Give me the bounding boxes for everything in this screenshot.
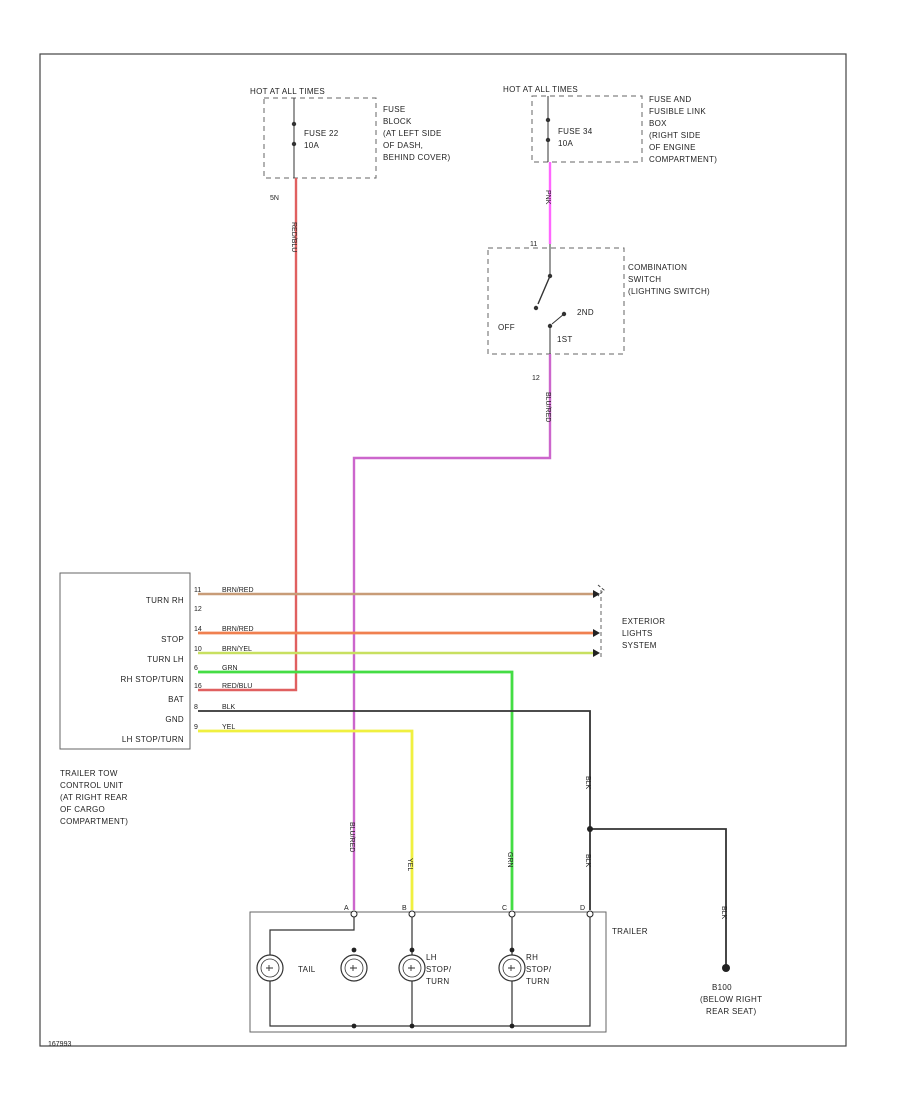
wire-label-trailer-rh: GRN [506,852,513,868]
switch-2nd-label: 2ND [577,308,594,317]
footer-code: 167993 [48,1041,71,1048]
fusible-link-box: HOT AT ALL TIMES FUSE 34 10A FUSE AND FU… [503,85,717,164]
combination-switch: 11 OFF 1ST 2ND COMBINATION SWITCH (LIGHT… [487,241,710,382]
control-unit-pin-num-3: 10 [194,646,202,653]
wire-lh-stop [198,729,414,910]
wire-label-stop: BRN/RED [222,626,254,633]
wire-label-switch-out: BLU/RED [544,392,551,422]
wire-group: RED/BLUPNKBLU/REDBLU/REDBRN/REDBRN/REDBR… [198,162,727,966]
control-unit-pin-num-0: 11 [194,587,201,594]
svg-text:COMPARTMENT): COMPARTMENT) [649,155,717,164]
svg-text:B100: B100 [712,983,732,992]
control-unit-pin-5: BAT [168,695,184,704]
trailer-connector: TRAILER A B C D TAIL LH RH STOP/STOP/TURN TURN [249,905,648,1033]
lamp-label-rh-1: STOP/ [526,965,552,974]
lamp-label-lh-0: LH [426,953,437,962]
svg-text:COMBINATION: COMBINATION [628,263,687,272]
wire-label-trailer-lh: YEL [406,858,413,871]
lamp-label-rh-2: TURN [526,977,549,986]
wire-label-lh-stop: YEL [222,724,235,731]
control-unit-pin-7: LH STOP/TURN [122,735,184,744]
diagram-frame [39,53,847,1047]
wire-label-turn-lh: BRN/YEL [222,646,252,653]
svg-text:REAR SEAT): REAR SEAT) [706,1007,756,1016]
wire-label-trailer-tail: BLU/RED [348,822,355,852]
svg-text:FUSIBLE LINK: FUSIBLE LINK [649,107,706,116]
control-unit-pin-num-7: 9 [194,724,198,731]
svg-text:LIGHTS: LIGHTS [622,629,653,638]
wire-fuse22-out [198,178,298,692]
fuse-block-header: HOT AT ALL TIMES [250,87,325,96]
wire-rh-stop [198,670,514,910]
wire-label-trailer-gnd1: BLK [584,776,591,790]
svg-text:BEHIND COVER): BEHIND COVER) [383,153,450,162]
svg-text:TRAILER TOW: TRAILER TOW [60,769,118,778]
svg-text:(BELOW RIGHT: (BELOW RIGHT [700,995,762,1004]
svg-text:(AT LEFT SIDE: (AT LEFT SIDE [383,129,442,138]
wire-gnd [198,710,591,910]
trailer-pin-2: C [502,905,507,912]
control-unit-pin-num-1: 12 [194,606,202,613]
fuse-22-rating: 10A [304,141,319,150]
wire-label-gnd: BLK [222,704,236,711]
lamp-label-lh-1: STOP/ [426,965,452,974]
control-unit-pin-3: TURN LH [147,655,184,664]
trailer-pin-3: D [580,905,585,912]
svg-text:BLOCK: BLOCK [383,117,412,126]
svg-text:OF ENGINE: OF ENGINE [649,143,696,152]
exterior-lights-system: EXTERIOR LIGHTS SYSTEM [597,584,665,660]
lamp-label-lh-2: TURN [426,977,449,986]
svg-text:SWITCH: SWITCH [628,275,661,284]
svg-text:CONTROL UNIT: CONTROL UNIT [60,781,123,790]
switch-1st-label: 1ST [557,335,573,344]
svg-text:FUSE AND: FUSE AND [649,95,691,104]
wire-label-turn-rh: BRN/RED [222,587,254,594]
wire-label-trailer-gnd2: BLK [584,854,591,868]
fuse-34-rating: 10A [558,139,573,148]
control-unit-pin-6: GND [165,715,184,724]
trailer-pin-0: A [344,905,349,912]
control-unit-pin-num-5: 16 [194,683,202,690]
control-unit-pin-num-2: 14 [194,626,202,633]
switch-off-label: OFF [498,323,515,332]
svg-text:12: 12 [532,375,540,382]
fusible-link-header: HOT AT ALL TIMES [503,85,578,94]
svg-text:SYSTEM: SYSTEM [622,641,657,650]
control-unit-pin-2: STOP [161,635,184,644]
wire-label-rh-stop: GRN [222,665,238,672]
control-unit-pin-num-6: 8 [194,704,198,711]
fuse-block: HOT AT ALL TIMES FUSE 22 10A FUSE BLOCK … [250,87,450,202]
svg-text:FUSE: FUSE [383,105,406,114]
wire-label-fuse-out: RED/BLU [290,222,297,252]
control-unit-pin-4: RH STOP/TURN [121,675,184,684]
wire-switch-out [352,354,552,910]
lamp-label-tail: TAIL [298,965,316,974]
svg-text:11: 11 [530,241,537,248]
svg-text:EXTERIOR: EXTERIOR [622,617,665,626]
lamp-label-rh-0: RH [526,953,538,962]
control-unit-pin-num-4: 6 [194,665,198,672]
svg-text:(RIGHT SIDE: (RIGHT SIDE [649,131,701,140]
svg-text:(AT RIGHT REAR: (AT RIGHT REAR [60,793,128,802]
fuse-34-label: FUSE 34 [558,127,593,136]
svg-text:OF DASH,: OF DASH, [383,141,423,150]
ground-point: B100 (BELOW RIGHT REAR SEAT) [700,964,762,1016]
svg-text:OF CARGO: OF CARGO [60,805,105,814]
wire-label-ground-drop: BLK [720,906,727,920]
wire-label-fuse34-out: PNK [544,190,551,205]
svg-text:COMPARTMENT): COMPARTMENT) [60,817,128,826]
svg-text:(LIGHTING SWITCH): (LIGHTING SWITCH) [628,287,710,296]
fuse-22-label: FUSE 22 [304,129,339,138]
trailer-pin-1: B [402,905,407,912]
control-unit-pin-0: TURN RH [146,596,184,605]
fuse-block-pin: 5N [270,195,279,202]
trailer-label: TRAILER [612,927,648,936]
svg-text:BOX: BOX [649,119,667,128]
wire-label-bat: RED/BLU [222,683,252,690]
wire-ground-drop [590,828,727,966]
